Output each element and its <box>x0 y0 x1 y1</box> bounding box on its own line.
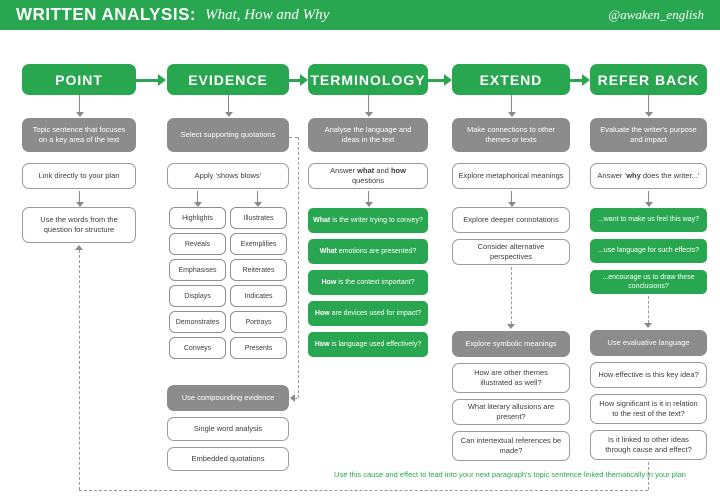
dashed-connector <box>289 137 298 138</box>
point-tip-plan-box: Link directly to your plan <box>22 163 136 189</box>
evidence-word: Highlights <box>169 207 226 229</box>
evidence-word: Portrays <box>230 311 287 333</box>
down-arrow <box>645 95 653 117</box>
arrow-evidence-to-terminology <box>289 74 308 86</box>
evidence-single-word-box: Single word analysis <box>167 417 289 441</box>
terminology-summary-box: Analyse the language and ideas in the te… <box>308 118 428 152</box>
extend-summary-box: Make connections to other themes or text… <box>452 118 570 152</box>
dashed-connector <box>294 398 298 399</box>
text: and <box>374 165 391 175</box>
text: does the writer...’ <box>640 170 700 180</box>
text: is the writer trying to convey? <box>330 216 423 224</box>
dashed-arrowhead-left <box>290 394 295 402</box>
page-title: WRITTEN ANALYSIS: <box>16 4 197 25</box>
down-arrow <box>225 95 233 117</box>
dashed-connector <box>298 137 299 398</box>
refer-back-question-box: ...want to make us feel this way? <box>590 208 707 232</box>
down-arrow <box>365 95 373 117</box>
dashed-feedback-line <box>79 250 80 490</box>
evidence-word: Emphasises <box>169 259 226 281</box>
down-arrow <box>365 191 373 207</box>
evidence-word: Displays <box>169 285 226 307</box>
arrow-extend-to-refer-back <box>570 74 590 86</box>
extend-perspectives-box: Consider alternative perspectives <box>452 239 570 265</box>
refer-back-evaluative-box: Use evaluative language <box>590 330 707 356</box>
author-handle: @awaken_english <box>608 7 704 22</box>
text: is language used effectively? <box>329 340 422 348</box>
extend-allusions-box: What literary allusions are present? <box>452 399 570 425</box>
arrow-terminology-to-extend <box>428 74 452 86</box>
evidence-embedded-box: Embedded quotations <box>167 447 289 471</box>
header-point: POINT <box>22 64 136 95</box>
down-arrow <box>76 191 84 207</box>
text: questions <box>351 176 385 185</box>
header-refer-back: REFER BACK <box>590 64 707 95</box>
dashed-arrowhead-down <box>644 323 652 328</box>
footer-note: Use this cause and effect to lead into y… <box>334 470 686 479</box>
text: Answer ‘ <box>597 170 627 180</box>
refer-back-question-box: ...use language for such effects? <box>590 239 707 263</box>
bold-text: How <box>314 340 330 348</box>
terminology-question-box: What emotions are presented? <box>308 239 428 264</box>
title-bar: WRITTEN ANALYSIS: What, How and Why @awa… <box>0 0 720 30</box>
refer-back-summary-box: Evaluate the writer's purpose and impact <box>590 118 707 152</box>
extend-symbolic-box: Explore symbolic meanings <box>452 331 570 357</box>
evidence-word: Presents <box>230 337 287 359</box>
point-summary-box: Topic sentence that focuses on a key are… <box>22 118 136 152</box>
header-terminology: TERMINOLOGY <box>308 64 428 95</box>
bold-text: how <box>390 165 406 175</box>
dashed-feedback-line <box>79 490 648 491</box>
bold-text: How <box>321 278 337 286</box>
evidence-compounding-box: Use compounding evidence <box>167 385 289 411</box>
evidence-word: Reveals <box>169 233 226 255</box>
dashed-arrowhead-down <box>507 324 515 329</box>
dashed-connector <box>648 296 649 323</box>
bold-text: What <box>319 247 337 255</box>
bold-text: why <box>626 170 641 180</box>
terminology-question-box: What is the writer trying to convey? <box>308 208 428 233</box>
terminology-question-box: How is language used effectively? <box>308 332 428 357</box>
bold-text: What <box>313 216 331 224</box>
bold-text: what <box>357 165 375 175</box>
evidence-word: Conveys <box>169 337 226 359</box>
down-arrow <box>254 191 262 207</box>
terminology-question-box: How is the context important? <box>308 270 428 295</box>
dashed-feedback-line <box>648 462 649 490</box>
evidence-word: Exemplifies <box>230 233 287 255</box>
refer-back-significant-box: How significant is it in relation to the… <box>590 394 707 424</box>
header-extend: EXTEND <box>452 64 570 95</box>
dashed-arrowhead-up <box>75 245 83 250</box>
point-tip-structure-box: Use the words from the question for stru… <box>22 207 136 243</box>
text: are devices used for impact? <box>329 309 422 317</box>
terminology-answer-box: Answer what and how questions <box>308 163 428 189</box>
down-arrow <box>194 191 202 207</box>
down-arrow <box>508 95 516 117</box>
extend-intertextual-box: Can intertextual references be made? <box>452 431 570 461</box>
bold-text: How <box>314 309 330 317</box>
refer-back-effective-box: How effective is this key idea? <box>590 362 707 388</box>
evidence-summary-box: Select supporting quotations <box>167 118 289 152</box>
evidence-word: Indicates <box>230 285 287 307</box>
evidence-word: Illustrates <box>230 207 287 229</box>
extend-connotations-box: Explore deeper connotations <box>452 207 570 233</box>
header-evidence: EVIDENCE <box>167 64 289 95</box>
text: is the context important? <box>336 278 415 286</box>
refer-back-answer-box: Answer ‘why does the writer...’ <box>590 163 707 189</box>
dashed-connector <box>511 267 512 324</box>
refer-back-question-box: ...encourage us to draw these conclusion… <box>590 270 707 294</box>
text: Answer <box>330 165 358 175</box>
terminology-question-box: How are devices used for impact? <box>308 301 428 326</box>
down-arrow <box>76 95 84 117</box>
evidence-shows-blows-box: Apply ‘shows blows’ <box>167 163 289 189</box>
evidence-word: Reiterates <box>230 259 287 281</box>
down-arrow <box>645 191 653 207</box>
extend-themes-box: How are other themes illustrated as well… <box>452 363 570 393</box>
refer-back-linked-box: Is it linked to other ideas through caus… <box>590 430 707 460</box>
text: emotions are presented? <box>336 247 417 255</box>
extend-metaphorical-box: Explore metaphorical meanings <box>452 163 570 189</box>
evidence-word: Demonstrates <box>169 311 226 333</box>
page-subtitle: What, How and Why <box>205 6 330 23</box>
down-arrow <box>508 191 516 207</box>
arrow-point-to-evidence <box>136 74 166 86</box>
